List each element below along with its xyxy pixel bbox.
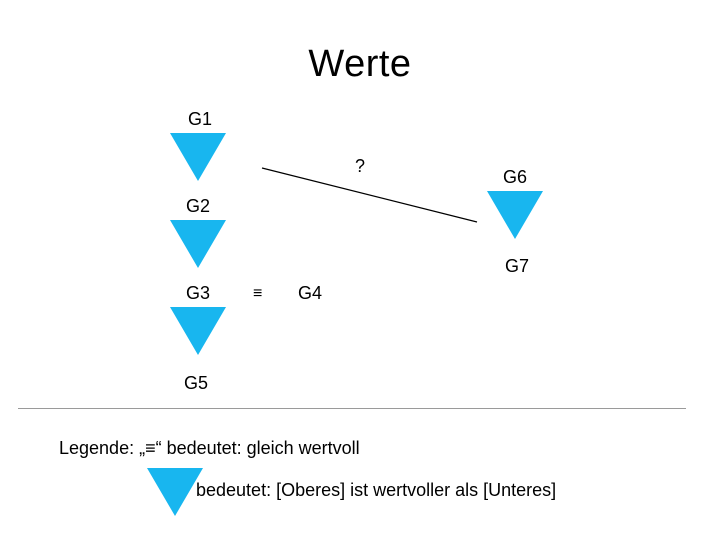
question-mark-label: ? xyxy=(355,156,366,176)
legend-line-triangle: bedeutet: [Oberes] ist wertvoller als [U… xyxy=(196,480,557,500)
node-label-g1: G1 xyxy=(188,109,213,129)
node-label-g2: G2 xyxy=(186,196,211,216)
node-label-g4: G4 xyxy=(298,283,323,303)
node-label-g3: G3 xyxy=(186,283,211,303)
legend-divider xyxy=(18,408,686,409)
triangle-g3-g5 xyxy=(170,307,226,355)
triangle-g2-g3 xyxy=(170,220,226,268)
page-title: Werte xyxy=(308,43,412,85)
legend-triangle-icon xyxy=(147,468,203,516)
node-label-g5: G5 xyxy=(184,373,209,393)
triangle-g6-g7 xyxy=(487,191,543,239)
node-label-g7: G7 xyxy=(505,256,530,276)
equivalence-symbol-g3-g4: ≡ xyxy=(253,285,263,302)
legend-line-equivalence: Legende: „≡“ bedeutet: gleich wertvoll xyxy=(59,438,360,458)
node-label-g6: G6 xyxy=(503,167,528,187)
triangle-g1-g2 xyxy=(170,133,226,181)
